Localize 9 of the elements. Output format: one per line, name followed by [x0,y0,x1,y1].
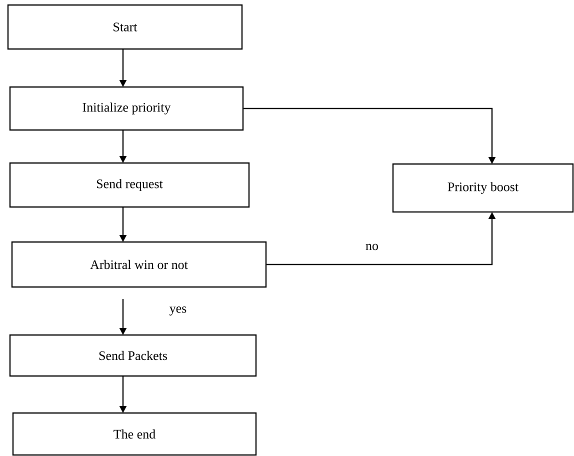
process-box: The end [12,412,257,456]
process-box: Send Packets [9,334,257,377]
process-box: Priority boost [392,163,574,213]
process-box: Start [7,4,243,50]
process-box: Initialize priority [9,86,244,131]
process-box: Send request [9,162,250,208]
edge-label: no [364,242,380,252]
process-box: Arbitral win or not [11,241,267,288]
edge-label: yes [168,306,188,316]
